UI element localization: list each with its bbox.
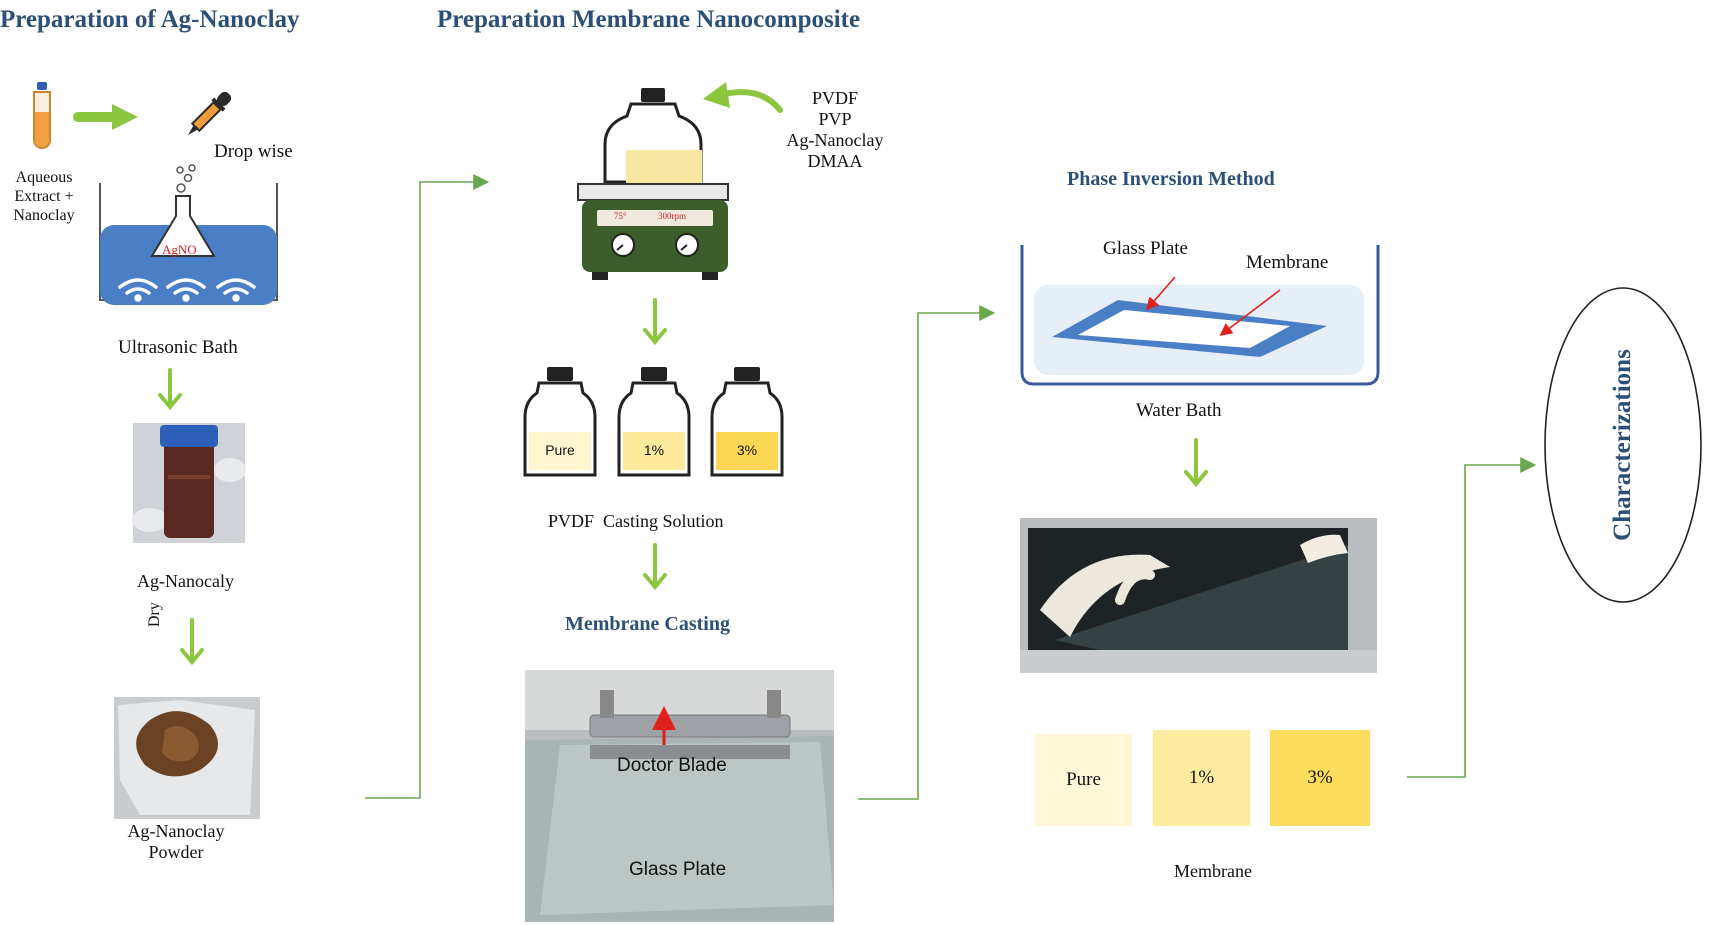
aqueous-line-2: Extract + [14, 188, 74, 205]
doctor-blade-label: Doctor Blade [617, 755, 727, 776]
membrane-caption: Membrane [1174, 861, 1252, 881]
test-tube-icon [33, 82, 51, 149]
section-title-membrane-nanocomposite: Preparation Membrane Nanocomposite [437, 6, 861, 33]
casting-solution-label: PVDF Casting Solution [548, 511, 724, 531]
bottle-label-1: 1% [643, 442, 665, 458]
phase-inversion-photo [1020, 518, 1377, 673]
phase-inversion-title: Phase Inversion Method [1067, 168, 1275, 190]
glass-plate-label: Glass Plate [1103, 238, 1188, 259]
aqueous-line-1: Aqueous [15, 169, 73, 186]
bottle-3-percent-icon [710, 367, 784, 477]
ultrasonic-bath-label: Ultrasonic Bath [118, 337, 238, 358]
membrane-label: Membrane [1246, 252, 1329, 273]
glass-plate-label-casting: Glass Plate [629, 859, 727, 880]
connector-line [365, 174, 490, 799]
ingredient-pvp: PVP [818, 109, 852, 129]
aqueous-line-3: Nanoclay [13, 207, 75, 224]
section-title-ag-nanoclay: Preparation of Ag-Nanoclay [0, 6, 300, 33]
bottle-label-3: 3% [736, 442, 758, 458]
membrane-swatch-3: 3% [1270, 730, 1370, 826]
membrane-swatch-1: 1% [1153, 730, 1250, 826]
drop-wise-label: Drop wise [214, 141, 293, 162]
bottle-label-pure: Pure [545, 442, 575, 458]
stirrer-temp: 75° [614, 211, 627, 221]
down-arrow-icon [180, 618, 204, 666]
curved-green-arrow-icon [703, 82, 783, 113]
bottle-1-percent-icon [617, 367, 691, 477]
connector-line [1407, 457, 1537, 778]
water-bath-icon [1020, 245, 1380, 386]
ag-nanoclay-powder-photo [114, 697, 260, 819]
ag-nanocaly-label: Ag-Nanocaly [137, 571, 234, 591]
dropper-icon [188, 91, 232, 135]
ingredients-list: PVDF PVP Ag-Nanoclay DMAA [770, 88, 900, 172]
ag-nanoclay-powder-label: Ag-Nanoclay Powder [106, 821, 246, 863]
membrane-swatch-pure: Pure [1035, 734, 1132, 826]
characterizations-ellipse [1544, 287, 1702, 603]
stirrer-with-bottle-icon [577, 88, 729, 280]
connector-line [858, 305, 996, 800]
down-arrow-icon [643, 298, 667, 346]
membrane-casting-title: Membrane Casting [565, 613, 730, 635]
ingredient-dmaa: DMAA [807, 151, 863, 171]
ag-nanoclay-tube-photo [132, 423, 246, 543]
ultrasonic-bath-icon [99, 164, 278, 305]
down-arrow-icon [158, 368, 182, 411]
aqueous-extract-label: Aqueous Extract + Nanoclay [2, 168, 86, 225]
powder-line-1: Ag-Nanoclay [127, 821, 225, 841]
down-arrow-icon [643, 543, 667, 591]
water-bath-label: Water Bath [1136, 400, 1222, 421]
ingredient-pvdf: PVDF [811, 88, 859, 108]
bottle-pure-icon [523, 367, 597, 477]
green-arrow-icon [73, 104, 138, 130]
doctor-blade-photo [525, 670, 834, 922]
powder-line-2: Powder [148, 842, 204, 862]
ingredient-ag-nanoclay: Ag-Nanoclay [786, 130, 884, 150]
flask-label: AgNO [162, 242, 197, 257]
stirrer-rpm: 300rpm [658, 211, 686, 221]
characterizations-label: Characterizations [1609, 349, 1636, 541]
dry-label: Dry [146, 602, 163, 627]
down-arrow-icon [1184, 438, 1208, 488]
